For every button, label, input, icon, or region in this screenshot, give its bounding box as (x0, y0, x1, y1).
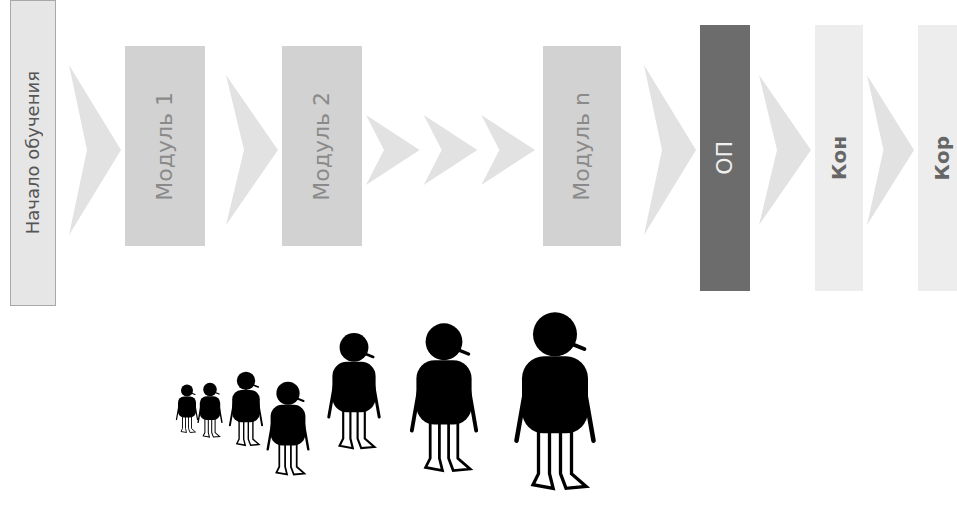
flow-chevron (867, 75, 914, 225)
stage-label: Модуль 1 (154, 92, 176, 201)
flow-chevron (759, 75, 811, 225)
stage-label: Модуль n (571, 92, 593, 201)
stage-label: Начало обучения (24, 71, 42, 234)
stage-box: Кор (918, 25, 957, 291)
stick-figure (329, 333, 379, 448)
stage-label: ОП (714, 141, 736, 175)
growing-figures (177, 312, 594, 488)
stick-figure (412, 323, 476, 470)
stick-figure (230, 372, 262, 446)
stage-box: Модуль 1 (125, 46, 205, 246)
stage-box: Начало обучения (10, 0, 56, 306)
stage-box: Модуль n (543, 46, 621, 246)
stage-box: Модуль 2 (282, 46, 362, 246)
stage-label: Модуль 2 (311, 92, 333, 201)
stage-box: ОП (700, 25, 750, 291)
stick-figure (268, 382, 309, 475)
flow-chevron (366, 115, 535, 185)
flow-chevron (226, 75, 278, 225)
stick-figure (517, 312, 594, 488)
stage-label: Кор (932, 136, 952, 180)
stage-box: Кон (815, 25, 863, 291)
flow-chevron (644, 65, 696, 235)
stick-figure (198, 383, 222, 437)
stage-label: Кон (829, 136, 849, 180)
flow-chevron (69, 65, 121, 235)
stick-figure (177, 385, 198, 433)
